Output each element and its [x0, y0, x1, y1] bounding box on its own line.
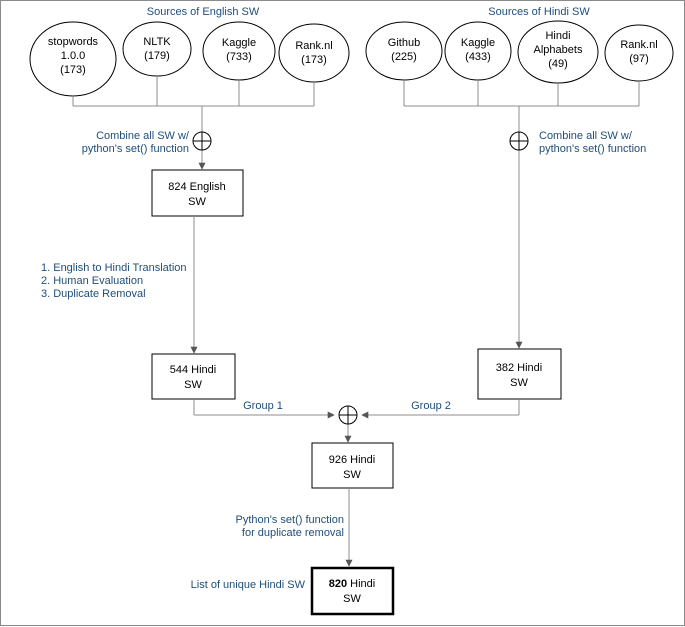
- english-source-stopwords: stopwords 1.0.0 (173): [29, 21, 117, 97]
- final-label: List of unique Hindi SW: [191, 579, 306, 591]
- final-total-box: 820 Hindi SW: [310, 566, 395, 616]
- combine-hindi-label-line2: python's set() function: [539, 143, 646, 155]
- combined-total-box: 926 Hindi SW: [311, 442, 394, 489]
- final-total-rest: Hindi: [347, 578, 375, 590]
- group2-label: Group 2: [411, 400, 451, 412]
- svg-text:(733): (733): [226, 51, 252, 63]
- hindi-source-ranknl: Rank.nl (97): [604, 24, 674, 82]
- svg-text:1. English to Hindi Translat: 1. English to Hindi Translation: [41, 262, 187, 274]
- merge-groups-symbol: [338, 405, 358, 425]
- hindi-source-github: Github (225): [365, 21, 443, 81]
- svg-text:Kaggle: Kaggle: [222, 37, 256, 49]
- svg-text:(97): (97): [629, 53, 649, 65]
- svg-text:SW: SW: [343, 469, 361, 481]
- svg-text:Rank.nl: Rank.nl: [295, 40, 332, 52]
- processing-steps: 1. English to Hindi Translation 2. Human…: [41, 262, 187, 300]
- combine-hindi-symbol: [509, 131, 529, 151]
- svg-text:824 English: 824 English: [168, 181, 226, 193]
- english-source-nltk: NLTK (179): [122, 21, 192, 77]
- english-source-ranknl: Rank.nl (173): [278, 23, 350, 83]
- dedupe-label: Python's set() function: [236, 514, 345, 526]
- svg-text:(225): (225): [391, 51, 417, 63]
- svg-text:NLTK: NLTK: [143, 36, 171, 48]
- hindi-source-hindi-alphabets: Hindi Alphabets (49): [517, 20, 599, 84]
- dedupe-label-line2: for duplicate removal: [242, 527, 344, 539]
- hindi-group1-box: 544 Hindi SW: [151, 353, 236, 400]
- svg-text:SW: SW: [343, 593, 361, 605]
- svg-text:Kaggle: Kaggle: [461, 37, 495, 49]
- svg-text:Hindi: Hindi: [545, 30, 570, 42]
- hindi-source-kaggle: Kaggle (433): [444, 21, 512, 81]
- group1-label: Group 1: [243, 400, 283, 412]
- hindi-group2-box: 382 Hindi SW: [477, 348, 562, 400]
- english-total-box: 824 English SW: [151, 169, 244, 217]
- svg-text:1.0.0: 1.0.0: [61, 50, 85, 62]
- svg-text:stopwords: stopwords: [48, 36, 99, 48]
- combine-english-label-line2: python's set() function: [82, 143, 189, 155]
- final-total-number: 820: [329, 578, 347, 590]
- svg-text:926 Hindi: 926 Hindi: [329, 454, 375, 466]
- hindi-source-connectors: [403, 80, 640, 349]
- svg-text:(49): (49): [548, 58, 568, 70]
- svg-text:SW: SW: [184, 379, 202, 391]
- svg-text:382 Hindi: 382 Hindi: [496, 362, 542, 374]
- group-connectors: [193, 399, 520, 443]
- svg-text:(173): (173): [60, 64, 86, 76]
- svg-text:(173): (173): [301, 54, 327, 66]
- svg-text:(433): (433): [465, 51, 491, 63]
- english-sources-title: Sources of English SW: [147, 6, 260, 18]
- svg-text:Github: Github: [388, 37, 420, 49]
- english-source-connectors: [72, 76, 315, 170]
- svg-text:544 Hindi: 544 Hindi: [170, 364, 216, 376]
- svg-text:SW: SW: [188, 196, 206, 208]
- combine-english-label: Combine all SW w/: [96, 130, 190, 142]
- svg-text:Alphabets: Alphabets: [534, 44, 583, 56]
- svg-text:820 Hindi: 820 Hindi: [329, 578, 375, 590]
- hindi-sources-title: Sources of Hindi SW: [488, 6, 590, 18]
- svg-text:3. Duplicate Removal: 3. Duplicate Removal: [41, 288, 146, 300]
- svg-text:Rank.nl: Rank.nl: [620, 39, 657, 51]
- svg-text:SW: SW: [510, 377, 528, 389]
- combine-hindi-label: Combine all SW w/: [539, 130, 633, 142]
- english-source-kaggle: Kaggle (733): [202, 21, 276, 81]
- combine-english-symbol: [192, 131, 212, 151]
- svg-text:(179): (179): [144, 50, 170, 62]
- svg-text:2. Human Evaluation: 2. Human Evaluation: [41, 275, 143, 287]
